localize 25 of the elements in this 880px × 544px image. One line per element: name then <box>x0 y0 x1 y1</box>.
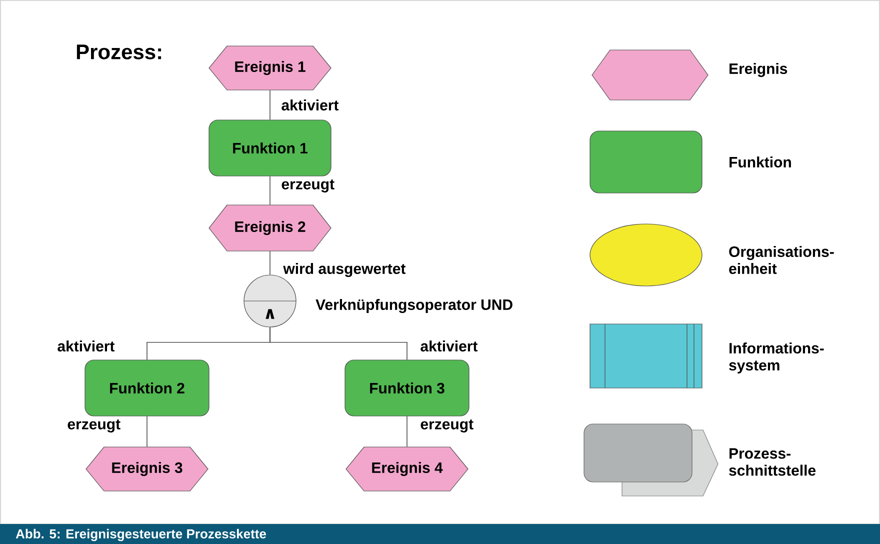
edge-label: aktiviert <box>282 100 339 110</box>
edge-label: aktiviert <box>420 340 478 352</box>
function-box: Funktion 1 <box>208 120 332 176</box>
connector-line <box>406 416 408 448</box>
edge-label: erzeugt <box>68 420 120 432</box>
edge-label: erzeugt <box>420 420 474 432</box>
legend-text: Organisations- einheit <box>729 246 834 274</box>
legend-text: Informations- system <box>729 342 824 374</box>
event-hexagon: Ereignis 3 <box>86 446 208 492</box>
legend-text: Funktion <box>730 156 791 168</box>
event-hexagon: Ereignis 4 <box>346 446 468 492</box>
function-box: Funktion 2 <box>84 360 210 416</box>
legend-text: Prozess- schnittstelle <box>729 448 816 476</box>
event-hexagon: Ereignis 1 <box>208 46 332 90</box>
function-box: Funktion 3 <box>344 360 470 416</box>
event-hexagon: Ereignis 2 <box>208 204 332 252</box>
connector-line <box>270 326 408 360</box>
edge-label: erzeugt <box>282 180 334 192</box>
operator-caption: Verknüpfungsoperator UND <box>316 298 512 314</box>
heading: Prozess: <box>76 44 162 60</box>
caption-bar: Abb. 5: Ereignisgesteuerte Prozesskette <box>0 524 880 544</box>
edge-label: aktiviert <box>58 340 115 352</box>
legend-text: Ereignis <box>730 62 788 78</box>
edge-label: wird ausgewertet <box>283 262 406 278</box>
connector-line <box>146 416 148 448</box>
